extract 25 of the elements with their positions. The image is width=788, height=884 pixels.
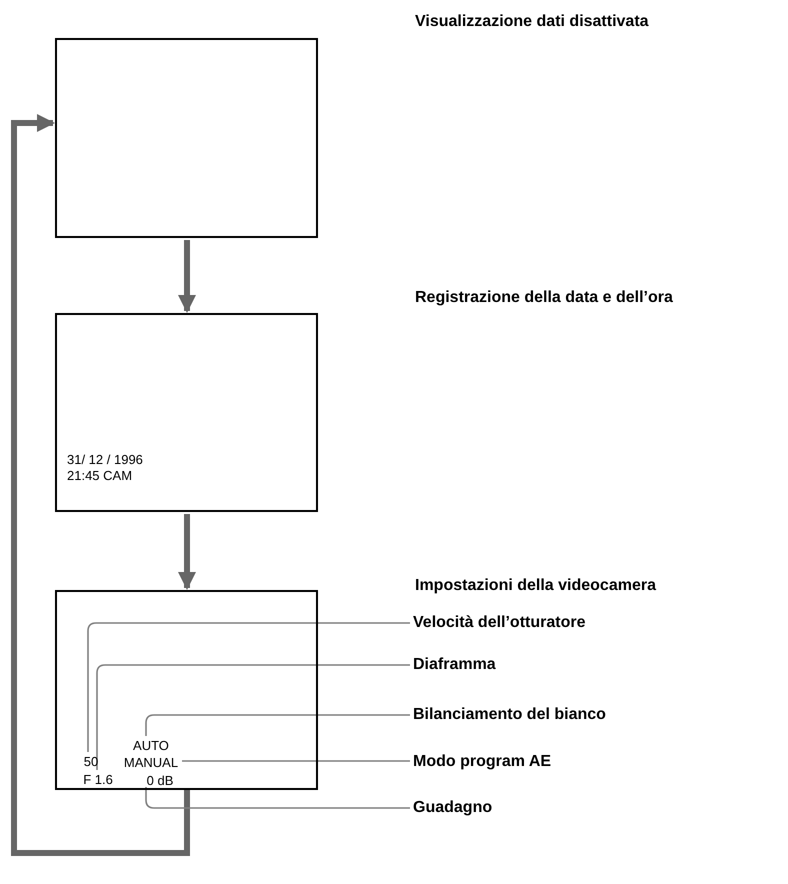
callout-label: Diaframma (413, 655, 743, 675)
screen-frame (55, 313, 318, 512)
screen-readout: F 1.6 (80, 772, 116, 788)
flow-arrow (11, 114, 190, 856)
leader-line (145, 714, 410, 736)
leader-line (145, 787, 410, 809)
screen-heading: Impostazioni della videocamera (415, 576, 656, 596)
screen-readout: AUTO (130, 738, 172, 754)
screen-readout: 50 (80, 754, 102, 770)
flow-arrow (178, 240, 196, 313)
callout-label: Bilanciamento del bianco (413, 705, 743, 725)
callout-label: Modo program AE (413, 752, 743, 772)
leader-line (96, 664, 410, 770)
screen-readout: MANUAL (120, 755, 182, 771)
date-time-readout: 31/ 12 / 1996 21:45 CAM (67, 452, 144, 484)
leader-line (182, 760, 410, 762)
callout-label: Guadagno (413, 798, 743, 818)
flow-arrow (178, 514, 196, 590)
screen-heading: Visualizzazione dati disattivata (415, 12, 649, 32)
screen-readout: 0 dB (142, 773, 178, 789)
leader-line (87, 622, 410, 752)
screen-frame (55, 38, 318, 238)
callout-label: Velocità dell’otturatore (413, 613, 743, 633)
screen-heading: Registrazione della data e dell’ora (415, 288, 673, 308)
screen-frame (55, 590, 318, 790)
